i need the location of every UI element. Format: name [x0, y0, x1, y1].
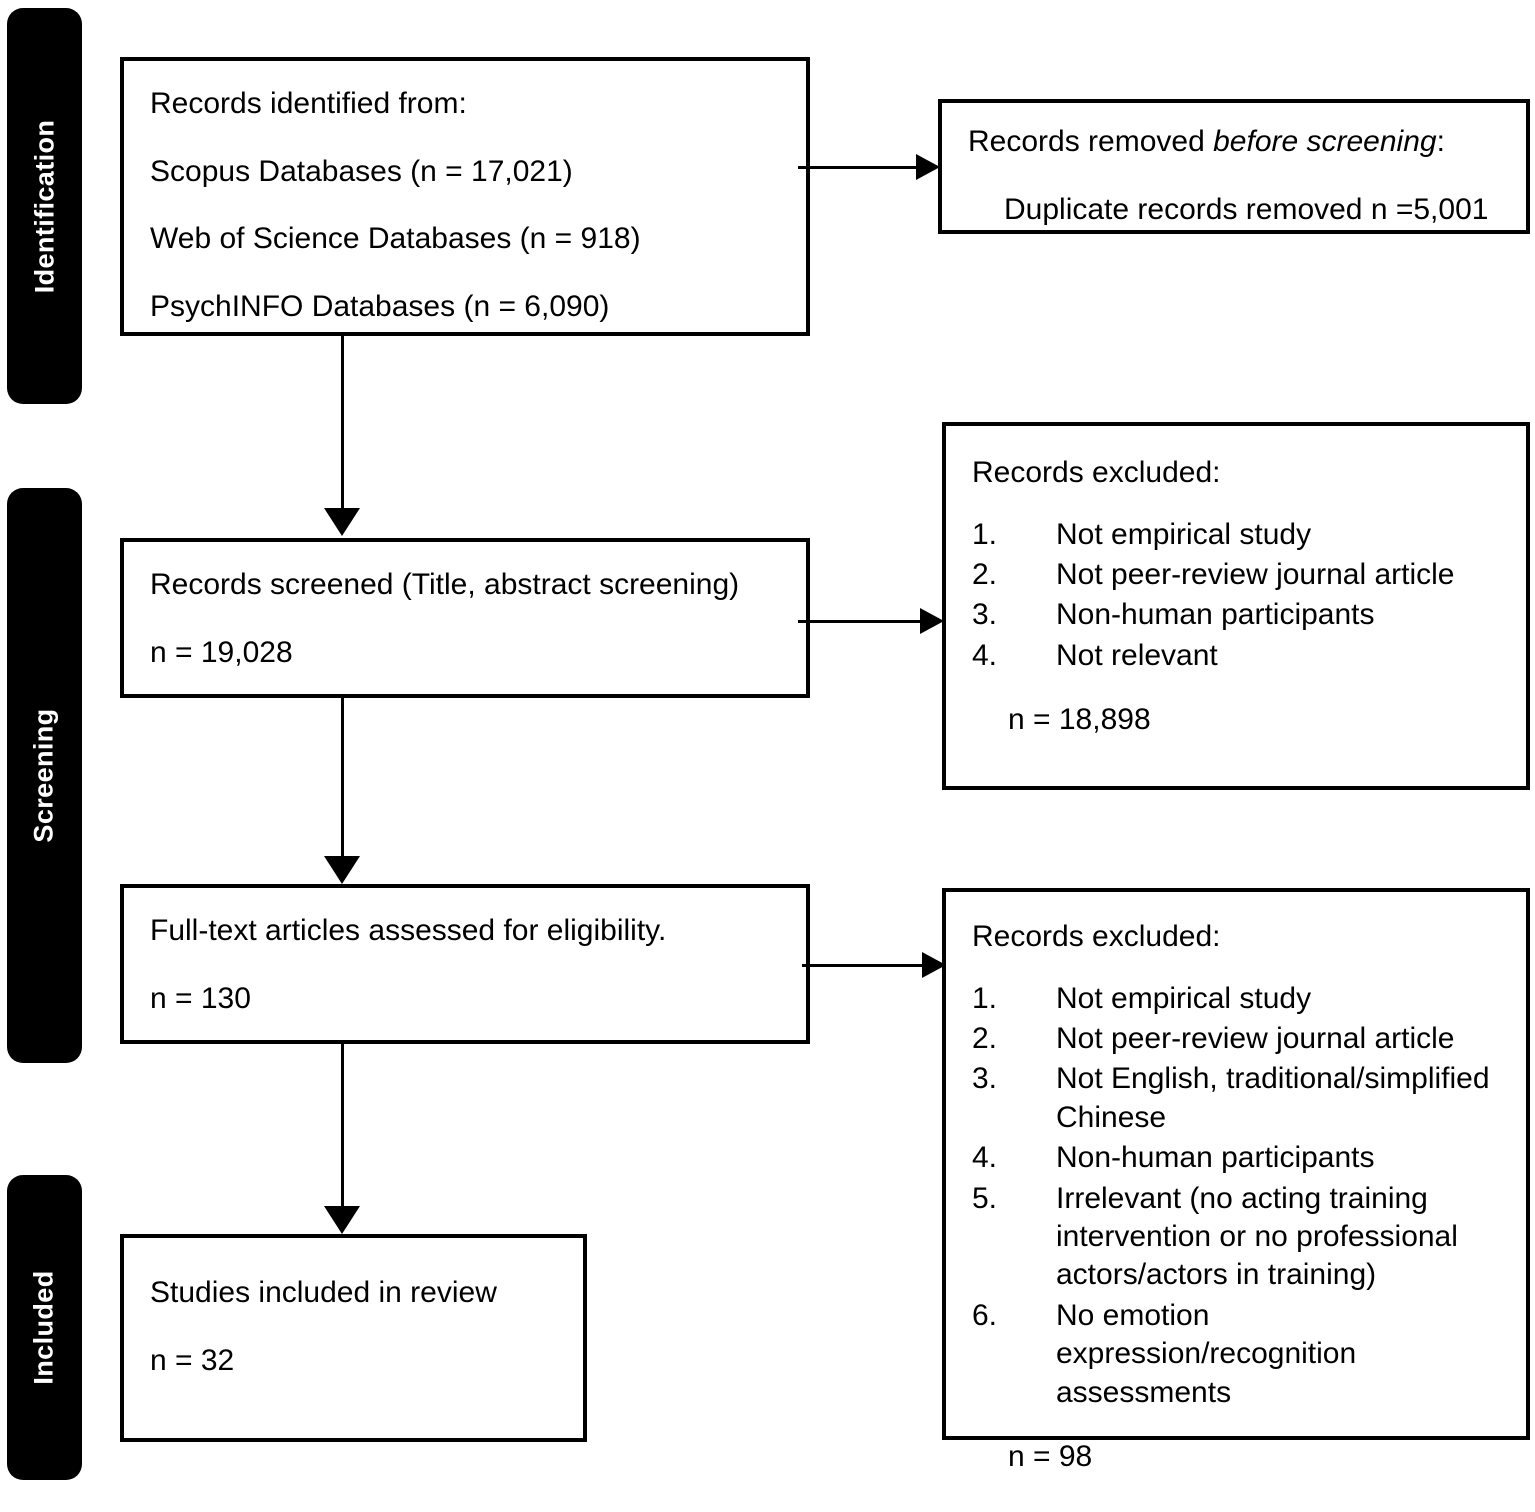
- stage-bar-screening-label: Screening: [29, 708, 59, 843]
- stage-bar-included: Included: [7, 1175, 82, 1480]
- stage-bar-included-label: Included: [29, 1270, 59, 1385]
- list-item: 3. Non-human participants: [972, 596, 1502, 634]
- records-excluded-eligibility-count: n = 98: [1008, 1439, 1093, 1473]
- list-item-label: Irrelevant (no acting training intervent…: [1056, 1181, 1458, 1292]
- records-excluded-eligibility-list: 1. Not empirical study 2. Not peer-revie…: [972, 980, 1502, 1412]
- records-excluded-screening-list: 1. Not empirical study 2. Not peer-revie…: [972, 516, 1502, 676]
- list-item-label: No emotion expression/recognition assess…: [1056, 1298, 1357, 1409]
- studies-included-count: n = 32: [150, 1343, 235, 1377]
- spacer: [972, 677, 1502, 703]
- list-item-number: 2.: [972, 1021, 998, 1055]
- arrow-shaft: [798, 619, 922, 623]
- records-excluded-screening-count: n = 18,898: [1008, 703, 1151, 737]
- records-removed-heading: Records removed before screening:: [968, 125, 1502, 159]
- fulltext-assessed-heading: Full-text articles assessed for eligibil…: [150, 914, 667, 947]
- box-records-screened: Records screened (Title, abstract screen…: [120, 538, 810, 698]
- arrow-head: [916, 154, 940, 180]
- box-records-removed-before-screening: Records removed before screening: Duplic…: [938, 99, 1530, 234]
- records-removed-heading-italic: before screening: [1213, 125, 1437, 158]
- list-item-label: Not empirical study: [1056, 981, 1312, 1015]
- records-removed-heading-suffix: :: [1436, 125, 1445, 158]
- arrow-shaft: [340, 698, 344, 859]
- box-records-excluded-screening: Records excluded: 1. Not empirical study…: [942, 422, 1530, 790]
- arrow-head: [324, 1206, 360, 1234]
- arrow-fulltext-to-excluded: [802, 951, 946, 979]
- list-item-number: 3.: [972, 1062, 998, 1096]
- list-item: 3. Not English, traditional/simplified C…: [972, 1060, 1502, 1137]
- stage-bar-screening: Screening: [7, 488, 82, 1063]
- spacer: [150, 121, 782, 155]
- arrow-head: [324, 856, 360, 884]
- spacer: [150, 948, 782, 982]
- records-screened-heading: Records screened (Title, abstract screen…: [150, 568, 740, 601]
- list-item: 6. No emotion expression/recognition ass…: [972, 1297, 1502, 1412]
- list-item-label: Not peer-review journal article: [1056, 1021, 1455, 1055]
- list-item-number: 1.: [972, 981, 998, 1015]
- arrow-screened-to-fulltext: [324, 698, 360, 884]
- box-studies-included: Studies included in review n = 32: [120, 1234, 587, 1442]
- records-identified-heading: Records identified from:: [150, 87, 467, 120]
- arrow-identified-to-screened: [324, 336, 360, 536]
- box-records-identified: Records identified from: Scopus Database…: [120, 57, 810, 336]
- arrow-shaft: [340, 336, 344, 511]
- list-item: 1. Not empirical study: [972, 980, 1502, 1018]
- arrow-shaft: [798, 165, 918, 169]
- list-item-label: Not empirical study: [1056, 517, 1312, 551]
- list-item: 4. Non-human participants: [972, 1139, 1502, 1177]
- records-screened-count: n = 19,028: [150, 635, 293, 669]
- studies-included-heading: Studies included in review: [150, 1276, 497, 1309]
- list-item-number: 6.: [972, 1298, 998, 1332]
- spacer: [972, 490, 1502, 516]
- list-item: 5. Irrelevant (no acting training interv…: [972, 1180, 1502, 1295]
- spacer: [150, 256, 782, 290]
- list-item-label: Non-human participants: [1056, 598, 1375, 632]
- spacer: [972, 1414, 1502, 1440]
- box-records-excluded-eligibility: Records excluded: 1. Not empirical study…: [942, 888, 1530, 1473]
- spacer: [968, 159, 1502, 193]
- list-item-number: 1.: [972, 517, 998, 551]
- records-removed-heading-prefix: Records removed: [968, 125, 1214, 158]
- list-item: 2. Not peer-review journal article: [972, 556, 1502, 594]
- fulltext-assessed-count: n = 130: [150, 981, 251, 1015]
- list-item: 4. Not relevant: [972, 637, 1502, 675]
- list-item-number: 4.: [972, 638, 998, 672]
- box-fulltext-assessed: Full-text articles assessed for eligibil…: [120, 884, 810, 1044]
- arrow-screened-to-excluded: [798, 607, 944, 635]
- list-item-label: Non-human participants: [1056, 1141, 1375, 1175]
- arrow-head: [324, 508, 360, 536]
- list-item: 1. Not empirical study: [972, 516, 1502, 554]
- list-item-number: 2.: [972, 557, 998, 591]
- records-excluded-eligibility-heading: Records excluded:: [972, 920, 1221, 953]
- arrow-head: [920, 608, 944, 634]
- list-item-number: 3.: [972, 598, 998, 632]
- list-item-number: 5.: [972, 1181, 998, 1215]
- records-removed-detail: Duplicate records removed n =5,001: [1004, 192, 1489, 226]
- records-identified-source-psychinfo: PsychINFO Databases (n = 6,090): [150, 289, 610, 323]
- list-item-label: Not peer-review journal article: [1056, 557, 1455, 591]
- list-item: 2. Not peer-review journal article: [972, 1020, 1502, 1058]
- arrow-head: [922, 952, 946, 978]
- list-item-number: 4.: [972, 1141, 998, 1175]
- records-identified-source-wos: Web of Science Databases (n = 918): [150, 222, 641, 256]
- spacer: [150, 602, 782, 636]
- spacer: [150, 188, 782, 222]
- records-excluded-screening-heading: Records excluded:: [972, 456, 1221, 489]
- arrow-identified-to-removed: [798, 153, 940, 181]
- arrow-fulltext-to-included: [324, 1044, 360, 1234]
- list-item-label: Not relevant: [1056, 638, 1218, 672]
- list-item-label: Not English, traditional/simplified Chin…: [1056, 1062, 1490, 1134]
- stage-bar-identification: Identification: [7, 8, 82, 404]
- spacer: [150, 1310, 559, 1344]
- arrow-shaft: [340, 1044, 344, 1209]
- spacer: [972, 954, 1502, 980]
- records-identified-source-scopus: Scopus Databases (n = 17,021): [150, 154, 573, 188]
- arrow-shaft: [802, 963, 924, 967]
- stage-bar-identification-label: Identification: [29, 119, 60, 293]
